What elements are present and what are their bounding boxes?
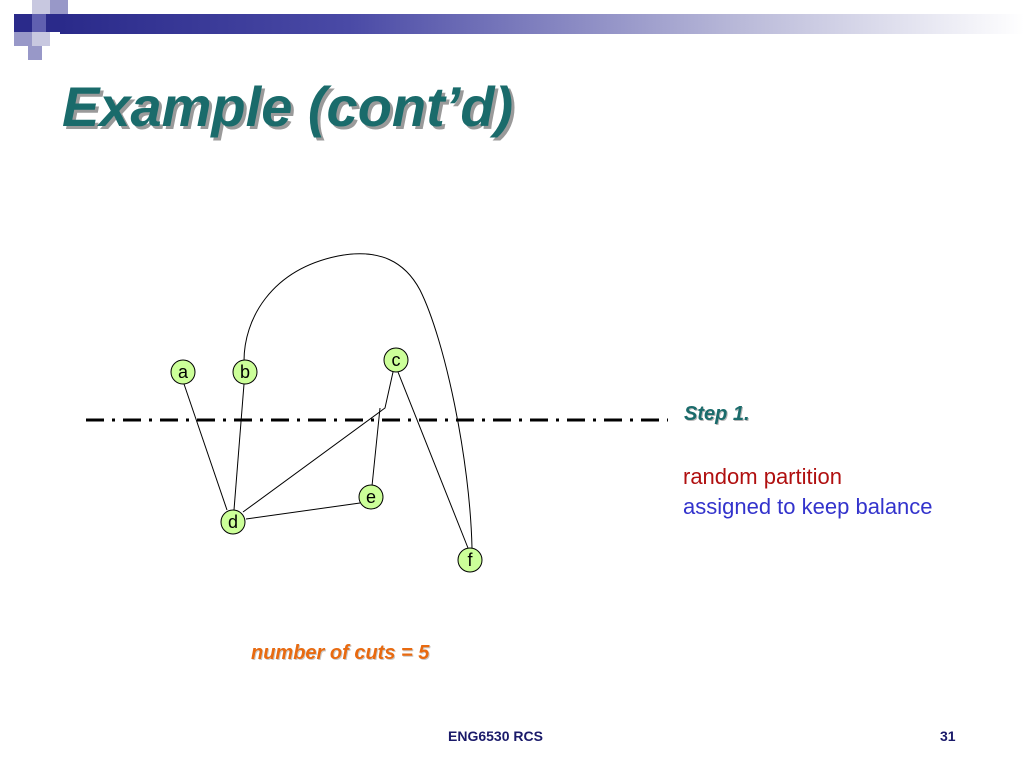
node-b: b	[232, 359, 258, 385]
node-label-d: d	[228, 512, 238, 532]
edge-b-f	[243, 253, 473, 549]
page-number: 31	[940, 728, 956, 744]
footer-course: ENG6530 RCS	[448, 728, 543, 744]
cuts-count: number of cuts = 5	[251, 642, 430, 664]
node-label-f: f	[467, 550, 473, 570]
node-label-b: b	[240, 362, 250, 382]
node-d: d	[220, 509, 246, 535]
node-label-a: a	[178, 362, 189, 382]
node-e: e	[358, 484, 384, 510]
edge-c-f	[397, 371, 469, 549]
node-label-e: e	[366, 487, 376, 507]
edge-b-d	[233, 383, 245, 511]
node-f: f	[457, 547, 483, 573]
edge-d-c	[242, 371, 394, 513]
edge-a-d	[183, 383, 228, 511]
note-random-partition: random partition	[683, 464, 842, 489]
node-label-c: c	[392, 350, 401, 370]
step-title: Step 1.	[684, 403, 750, 425]
graph-edges	[183, 253, 473, 549]
header-band	[60, 14, 1024, 34]
edge-e-c	[371, 407, 381, 487]
note-balance: assigned to keep balance	[683, 494, 933, 519]
node-c: c	[383, 347, 409, 373]
node-a: a	[170, 359, 196, 385]
slide-title: Example (cont’d)	[62, 75, 514, 138]
edge-d-e	[245, 502, 361, 520]
